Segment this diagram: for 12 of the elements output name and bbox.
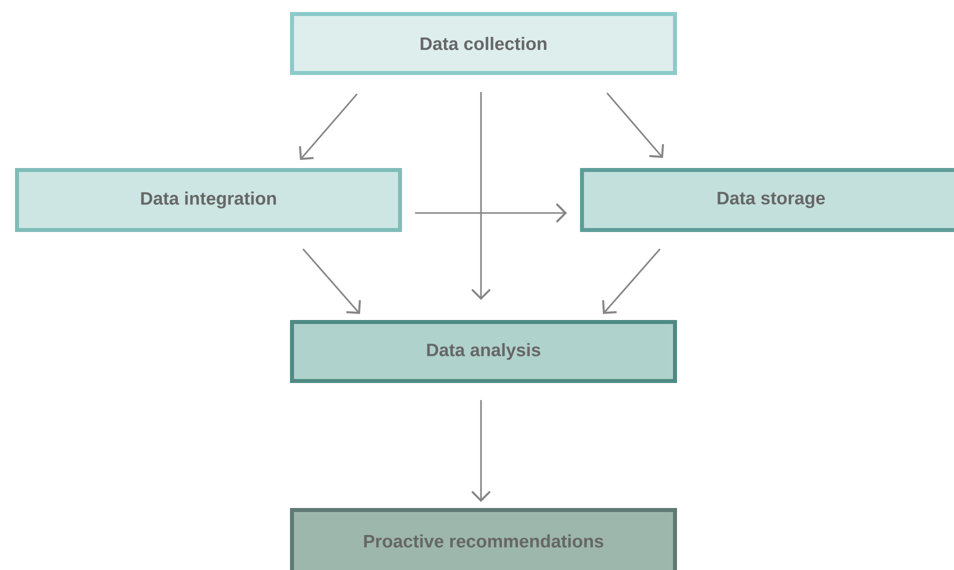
- process-box: Data integration: [15, 168, 402, 232]
- arrow: [415, 203, 567, 223]
- arrow: [302, 248, 361, 314]
- arrow: [602, 248, 661, 314]
- arrow: [606, 92, 664, 158]
- arrow: [471, 92, 491, 300]
- arrow: [471, 400, 491, 502]
- process-box: Proactive recommendations: [290, 508, 677, 570]
- process-box: Data storage: [580, 168, 954, 232]
- process-box: Data collection: [290, 12, 677, 75]
- arrow: [299, 93, 358, 160]
- process-box: Data analysis: [290, 320, 677, 383]
